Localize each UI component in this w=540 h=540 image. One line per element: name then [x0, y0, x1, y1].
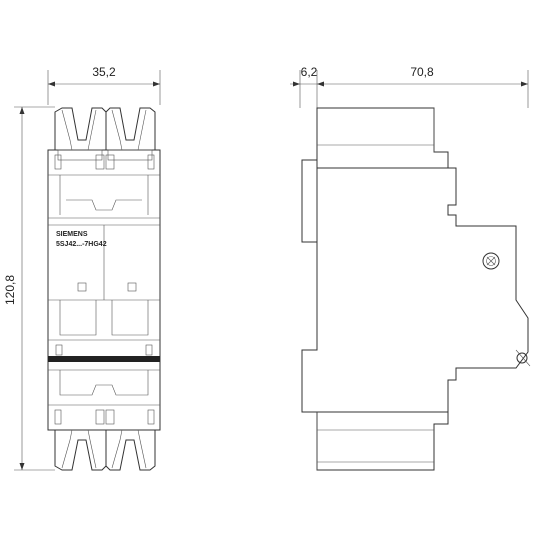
dimension-front-width: 35,2	[47, 65, 161, 105]
side-bottom-terminal	[316, 411, 449, 471]
side-body-outline	[301, 159, 318, 413]
mid-details	[48, 282, 160, 356]
front-body	[47, 149, 161, 431]
front-height-label: 120,8	[3, 275, 17, 305]
side-offset-label: 6,2	[301, 65, 318, 79]
dimension-side: 6,2 70,8	[290, 65, 529, 108]
lower-details	[48, 369, 160, 425]
bottom-terminals	[54, 429, 156, 471]
brand-label: SIEMENS	[56, 231, 88, 238]
side-depth-label: 70,8	[410, 65, 434, 79]
mounting-screw-icon	[482, 252, 500, 270]
upper-details	[48, 174, 160, 300]
separator-band	[48, 356, 160, 362]
model-label: 5SJ42...-7HG42	[56, 241, 107, 248]
side-top-terminal	[316, 107, 449, 169]
front-view: 35,2 120,8	[3, 65, 161, 471]
side-view: 6,2 70,8	[290, 65, 531, 471]
top-terminals	[54, 107, 156, 170]
din-latch	[515, 349, 531, 367]
front-width-label: 35,2	[92, 65, 116, 79]
dimension-front-height: 120,8	[3, 106, 55, 471]
